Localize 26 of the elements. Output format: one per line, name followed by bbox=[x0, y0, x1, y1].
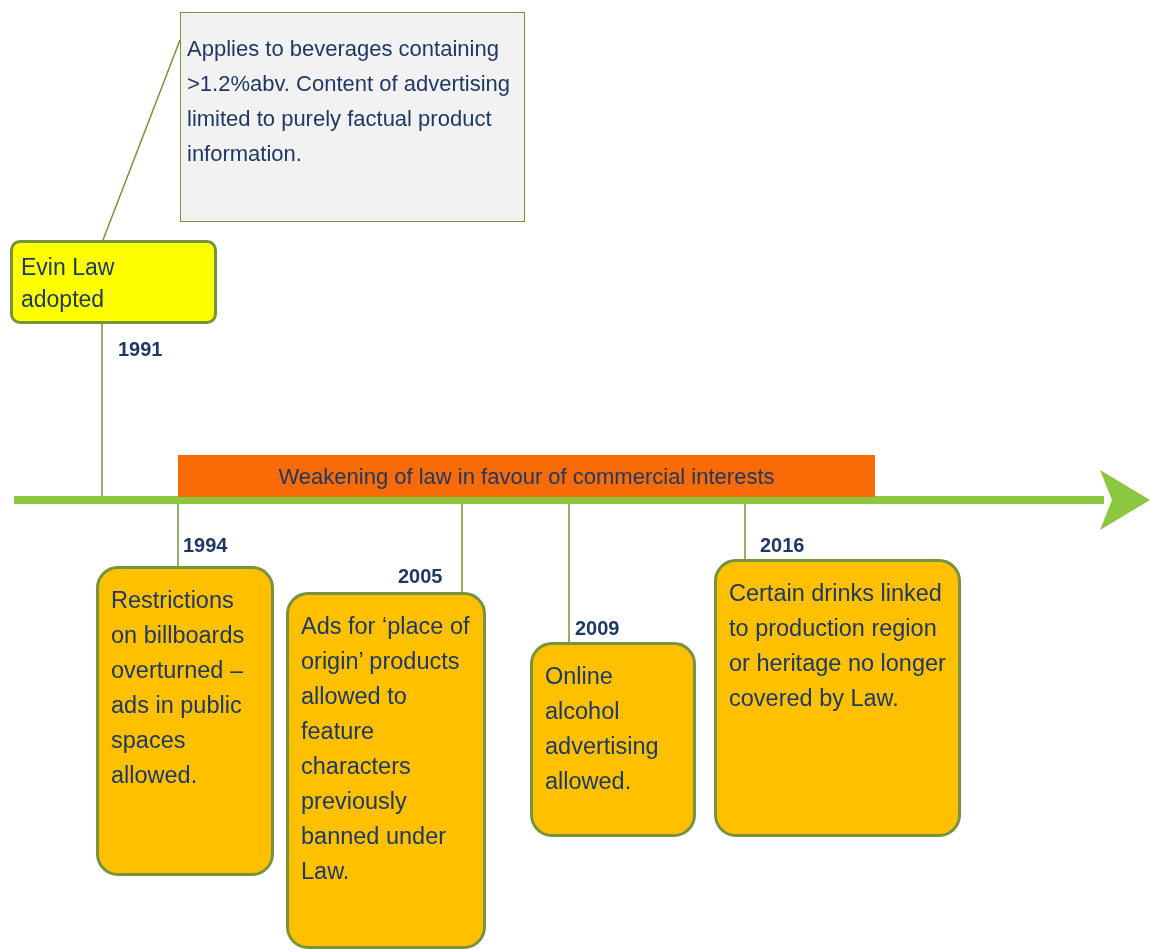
leader-line bbox=[101, 323, 103, 497]
leader-line bbox=[102, 39, 181, 241]
event-text: Certain drinks linked to production region or heritage no longer covered by Law. bbox=[729, 580, 946, 711]
leader-line bbox=[744, 503, 746, 560]
event-text: Ads for ‘place of origin’ products allowed to feature characters previously banned under Law. bbox=[301, 613, 470, 884]
event-box bbox=[96, 566, 274, 876]
year-label: 2009 bbox=[575, 617, 620, 640]
event-box bbox=[286, 592, 486, 949]
event-text: Applies to beverages containing >1.2%abv. Content of advertising limited to purely factual product information. bbox=[187, 36, 511, 166]
leader-line bbox=[461, 503, 463, 593]
year-label: 1994 bbox=[183, 534, 228, 557]
event-text: Restrictions on billboards overturned – ads in public spaces allowed. bbox=[111, 587, 245, 788]
event-box bbox=[714, 559, 961, 837]
timeline-axis bbox=[14, 470, 1150, 530]
event-text: Evin Law adopted bbox=[21, 254, 115, 312]
leader-line bbox=[568, 503, 570, 643]
leader-line bbox=[177, 503, 179, 567]
event-box bbox=[10, 240, 217, 324]
year-label: 2005 bbox=[398, 565, 443, 588]
band-label: Weakening of law in favour of commercial interests bbox=[278, 462, 775, 491]
year-label: 2016 bbox=[760, 534, 805, 557]
note-box bbox=[180, 12, 525, 222]
year-label: 1991 bbox=[118, 338, 163, 361]
period-band bbox=[178, 455, 875, 497]
event-box bbox=[530, 642, 696, 837]
event-text: Online alcohol advertising allowed. bbox=[545, 663, 659, 794]
